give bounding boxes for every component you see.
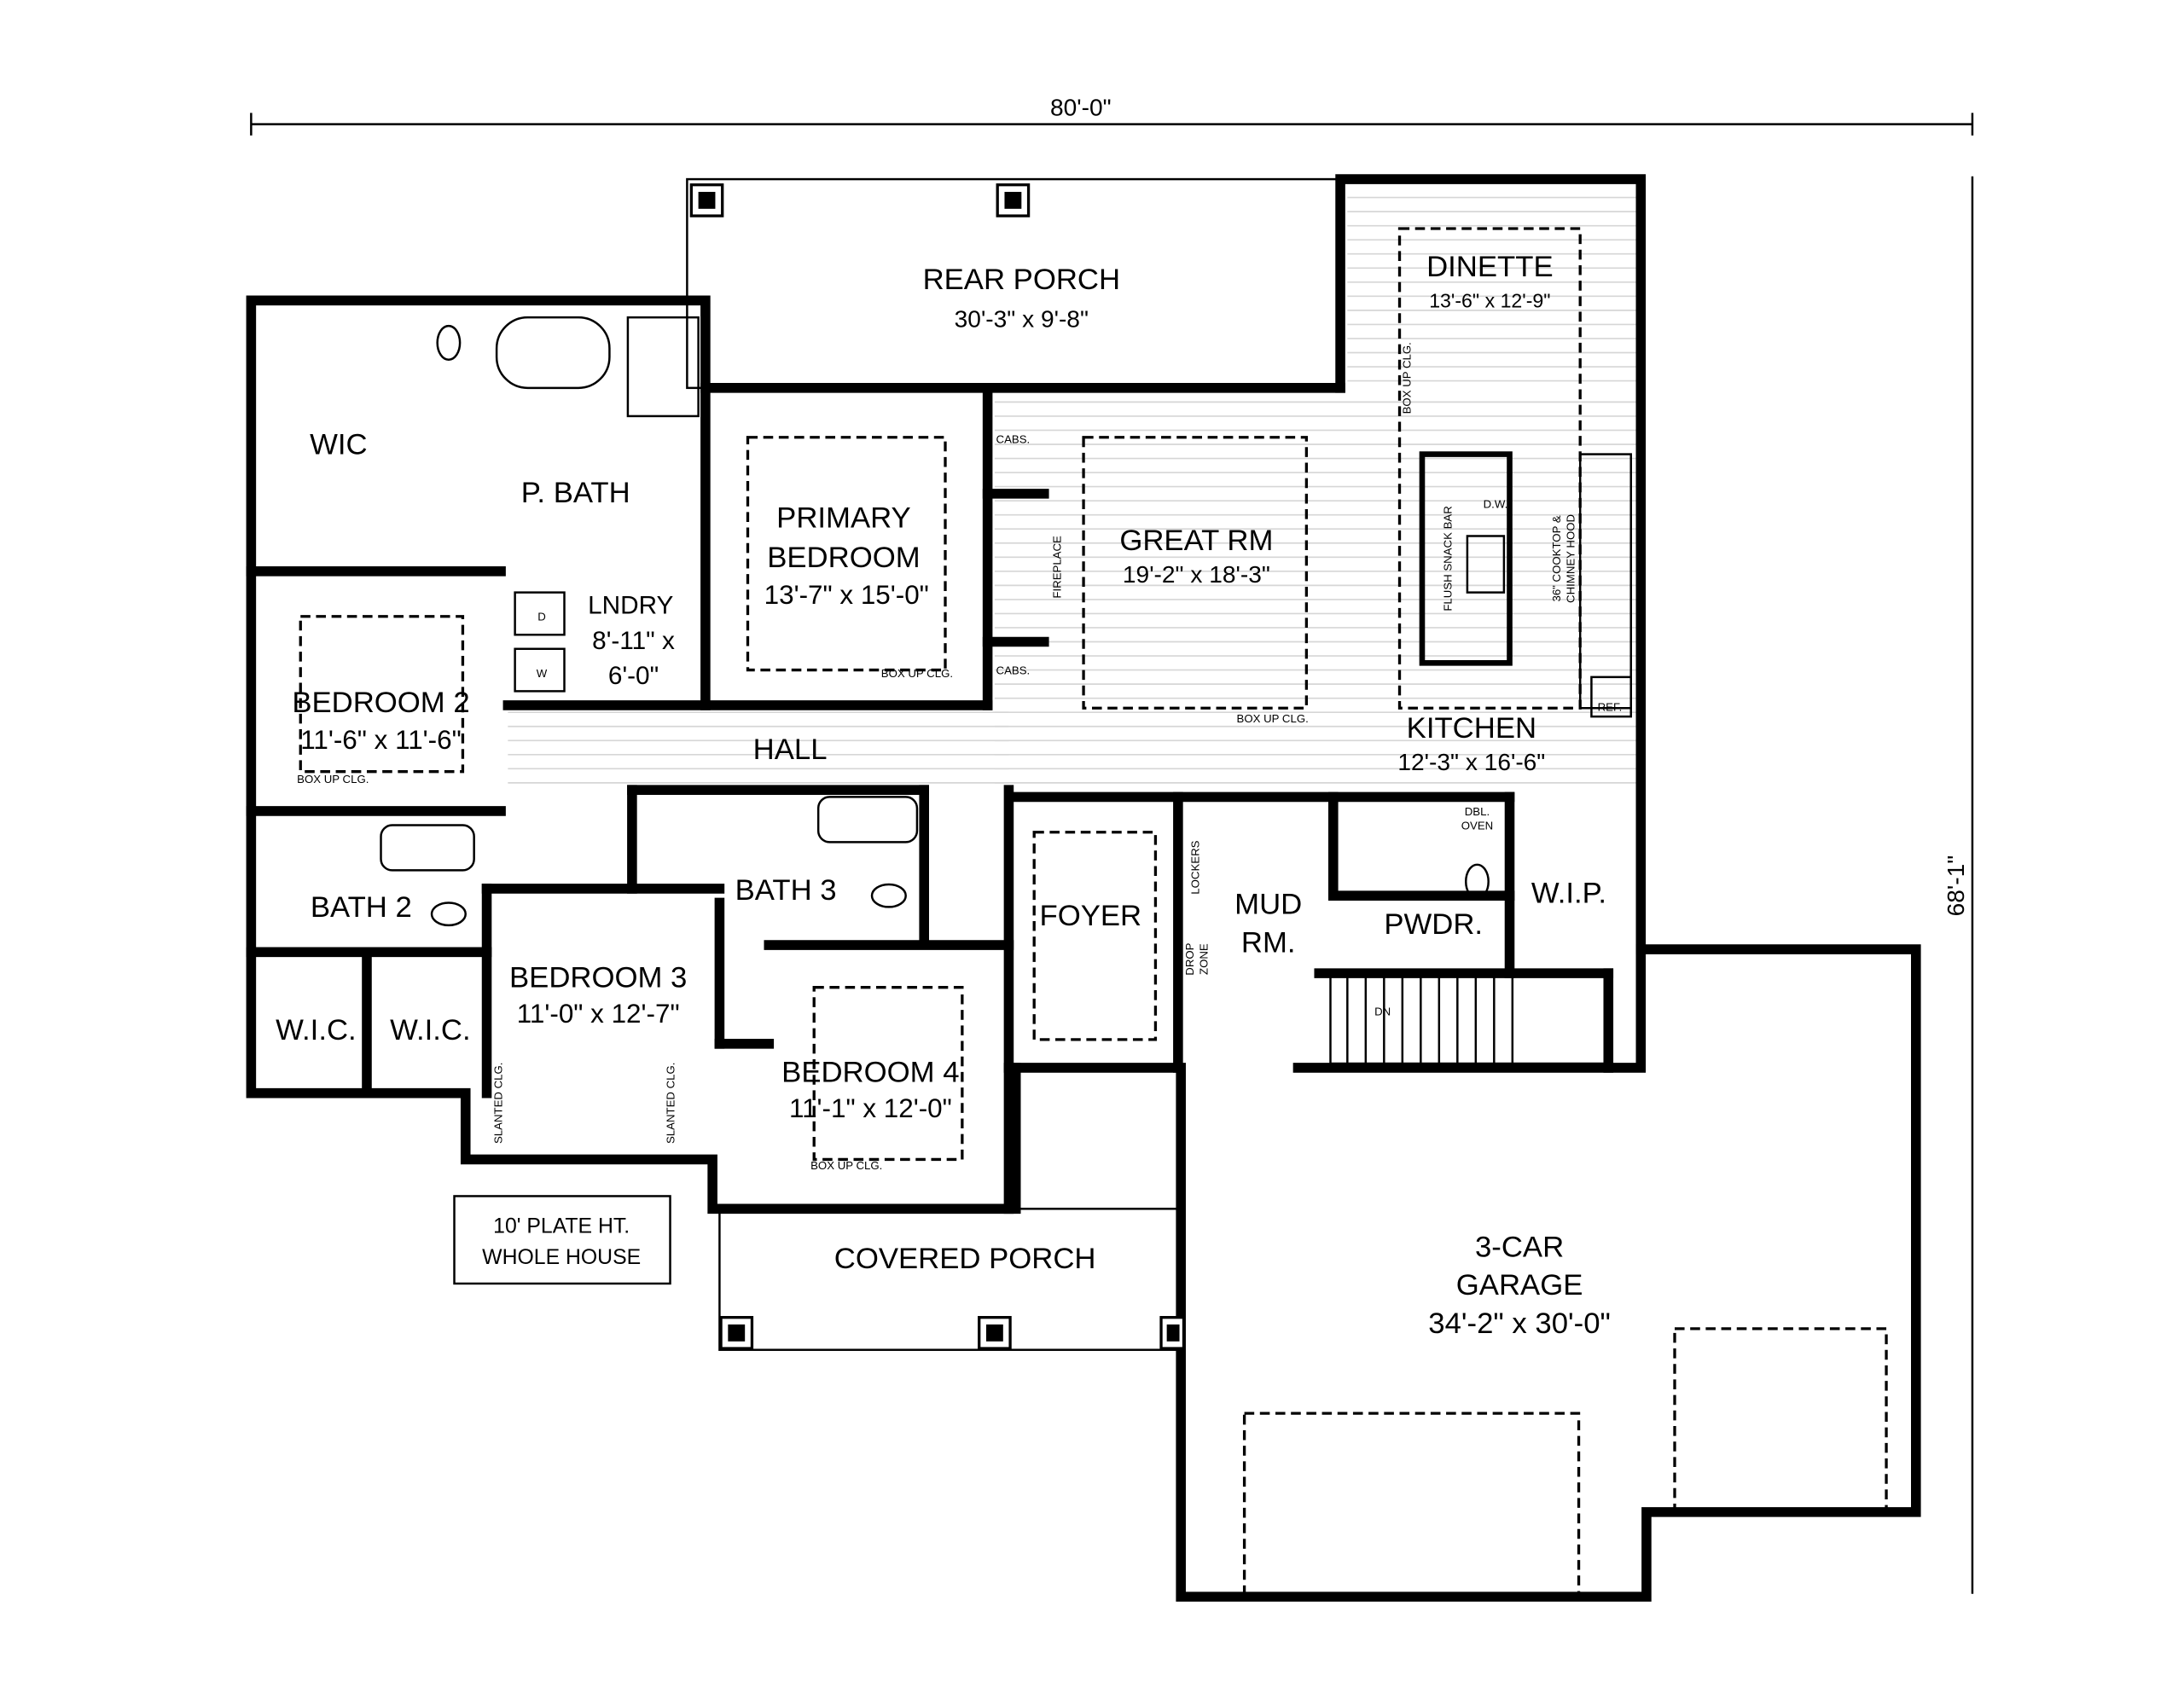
toilet-icon — [430, 901, 467, 927]
shower-icon — [626, 316, 700, 418]
cooktop-note: 36" COOKTOP & — [1550, 515, 1563, 601]
svg-text:DN: DN — [1374, 1006, 1391, 1018]
toilet-icon — [436, 324, 462, 362]
kitchen-island — [1419, 451, 1513, 666]
room-size: 12'-3" x 16'-6" — [1397, 749, 1545, 775]
depth-dimension: 68'-1" — [1943, 176, 1974, 1594]
room-size: 30'-3" x 9'-8" — [955, 306, 1089, 333]
room-label: FOYER — [1040, 900, 1142, 932]
room-size: 8'-11" x — [592, 627, 675, 655]
room-label: BATH 2 — [311, 891, 412, 924]
drop-zone-note: DROP — [1183, 942, 1196, 975]
room-label: BEDROOM 2 — [292, 687, 469, 719]
room-label: BEDROOM 4 — [781, 1056, 959, 1088]
room-size: 11'-6" x 11'-6" — [300, 725, 462, 755]
room-label: BATH 3 — [735, 874, 837, 907]
lockers-note: LOCKERS — [1189, 840, 1202, 894]
snack-bar-note: FLUSH SNACK BAR — [1442, 506, 1455, 611]
ceiling-note: BOX UP CLG. — [1401, 342, 1414, 414]
ceiling-note: BOX UP CLG. — [297, 773, 369, 786]
garage-door-right — [1673, 1327, 1888, 1514]
dryer-icon — [514, 591, 566, 636]
bathtub-icon — [495, 316, 611, 390]
room-size: 34'-2" x 30'-0" — [1428, 1307, 1611, 1340]
ceiling-note: BOX UP CLG. — [810, 1159, 882, 1172]
svg-text:80'-0": 80'-0" — [1050, 95, 1112, 121]
refrigerator — [1590, 675, 1632, 718]
room-size: 13'-7" x 15'-0" — [764, 580, 929, 610]
kitchen-counter — [1578, 453, 1632, 710]
garage-door-left — [1242, 1412, 1581, 1598]
room-label: KITCHEN — [1407, 712, 1536, 745]
room-label: P. BATH — [521, 477, 630, 509]
porch-post — [1159, 1316, 1186, 1350]
room-size: 19'-2" x 18'-3" — [1123, 561, 1270, 588]
toilet-icon — [870, 883, 907, 908]
room-label: COVERED PORCH — [834, 1243, 1096, 1275]
slanted-ceiling-note: SLANTED CLG. — [664, 1063, 677, 1145]
svg-text:10' PLATE HT.: 10' PLATE HT. — [493, 1215, 630, 1238]
drop-zone-note: ZONE — [1198, 943, 1211, 975]
primary-box-ceiling — [746, 436, 947, 672]
room-label: GREAT RM — [1119, 525, 1273, 557]
floor-hatching — [508, 183, 1637, 784]
slanted-ceiling-note: SLANTED CLG. — [492, 1063, 505, 1145]
svg-text:W: W — [537, 667, 548, 680]
room-label: WIC — [310, 429, 368, 461]
fireplace-note: FIREPLACE — [1051, 536, 1064, 599]
porch-post — [978, 1316, 1012, 1350]
room-label: MUD — [1234, 889, 1302, 921]
room-label: RM. — [1241, 926, 1296, 959]
refrigerator-note: REF. — [1598, 701, 1623, 714]
bedroom4-box-ceiling — [812, 986, 964, 1162]
oven-note: OVEN — [1461, 819, 1493, 832]
room-label: 3-CAR — [1475, 1232, 1564, 1264]
room-size: 11'-0" x 12'-7" — [517, 999, 680, 1029]
svg-text:68'-1": 68'-1" — [1943, 855, 1969, 917]
oven-note: DBL. — [1465, 805, 1490, 818]
room-label: PWDR. — [1384, 908, 1483, 941]
room-label: HALL — [753, 733, 828, 766]
ceiling-note: BOX UP CLG. — [1237, 712, 1309, 725]
great-room-box-ceiling — [1082, 436, 1309, 710]
room-size: 13'-6" x 12'-9" — [1429, 290, 1550, 312]
toilet-icon — [1465, 863, 1490, 900]
svg-text:D: D — [537, 611, 546, 623]
porch-post — [719, 1316, 754, 1350]
porch-post — [689, 183, 724, 217]
washer-icon — [514, 647, 566, 693]
bedroom2-box-ceiling — [299, 615, 465, 774]
room-size: 11'-1" x 12'-0" — [789, 1093, 952, 1123]
porch-post — [996, 183, 1031, 217]
room-label: REAR PORCH — [923, 264, 1121, 296]
svg-text:WHOLE HOUSE: WHOLE HOUSE — [482, 1246, 641, 1269]
cabinet-note: CABS. — [996, 432, 1031, 445]
covered-porch-outline — [718, 1208, 1182, 1351]
stairs: DN — [1329, 975, 1607, 1065]
room-label: PRIMARY — [776, 502, 911, 535]
room-label: GARAGE — [1456, 1269, 1583, 1301]
room-label: DINETTE — [1426, 251, 1554, 283]
room-label: W.I.C. — [276, 1014, 357, 1046]
room-label: LNDRY — [588, 591, 673, 619]
ceiling-note: BOX UP CLG. — [881, 667, 953, 680]
hood-note: CHIMNEY HOOD — [1565, 514, 1577, 603]
dishwasher-note: D.W. — [1484, 497, 1508, 510]
bathtub-icon — [816, 796, 919, 844]
room-label: BEDROOM 3 — [509, 962, 687, 994]
foyer-ceiling — [1032, 831, 1158, 1041]
plate-height-note: 10' PLATE HT. WHOLE HOUSE — [453, 1195, 671, 1285]
room-label: W.I.C. — [390, 1014, 471, 1046]
room-label: W.I.P. — [1531, 877, 1606, 909]
interior-walls — [246, 383, 1614, 1215]
room-label: BEDROOM — [767, 542, 920, 574]
room-size: 6'-0" — [608, 662, 659, 690]
sink-icon — [1466, 535, 1506, 594]
cabinet-note: CABS. — [996, 664, 1031, 677]
width-dimension: 80'-0" — [250, 95, 1974, 136]
bathtub-icon — [380, 824, 475, 872]
